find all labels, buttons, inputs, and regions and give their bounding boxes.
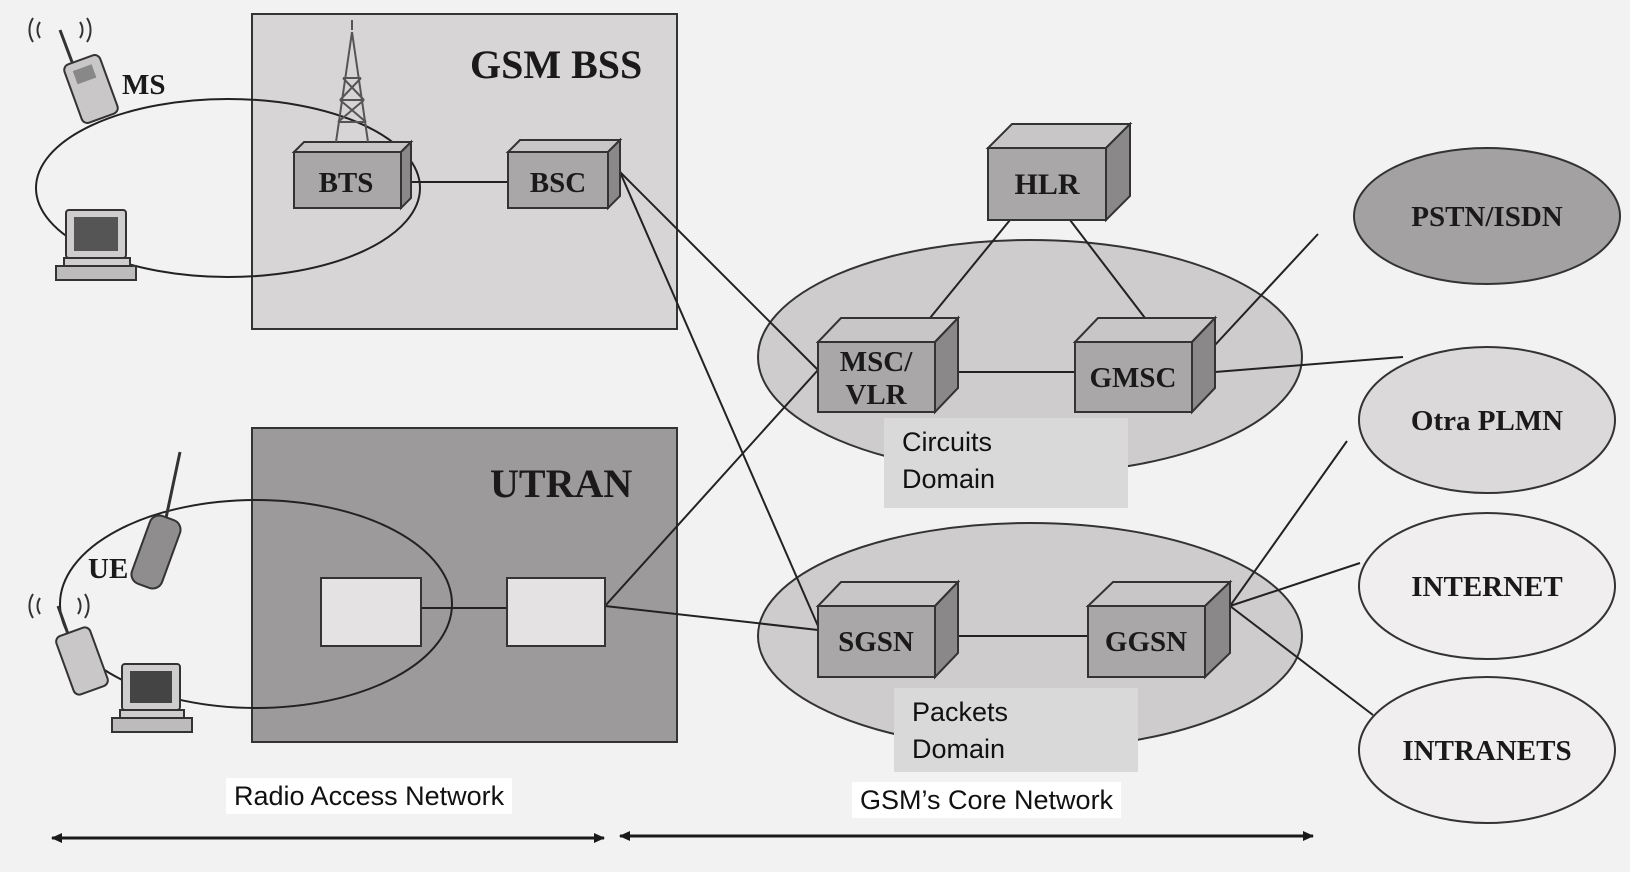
intranets-network: INTRANETS bbox=[1358, 676, 1616, 824]
packets-domain-box: Packets Domain bbox=[894, 688, 1138, 772]
mobile-phone-icon: MS bbox=[28, 17, 166, 124]
circuits-domain-line-1: Circuits bbox=[902, 427, 993, 457]
sgsn-node: SGSN bbox=[815, 579, 961, 680]
core-network-caption: GSM’s Core Network bbox=[852, 782, 1122, 818]
packets-domain-line-1: Packets bbox=[912, 697, 1009, 727]
otra-plmn-network: Otra PLMN bbox=[1358, 346, 1616, 494]
link-hlr-gmsc bbox=[1069, 219, 1146, 319]
otra-plmn-label: Otra PLMN bbox=[1411, 405, 1563, 437]
internet-label: INTERNET bbox=[1411, 571, 1563, 603]
link-hlr-msc bbox=[929, 219, 1011, 319]
gmsc-node: GMSC bbox=[1072, 315, 1218, 415]
link-bsc-msc bbox=[619, 171, 819, 371]
sgsn-label: SGSN bbox=[838, 626, 914, 658]
link-gmsc-pstn bbox=[1214, 233, 1319, 346]
msc-vlr-label-line-1: MSC/ bbox=[840, 346, 913, 378]
ggsn-label: GGSN bbox=[1105, 626, 1187, 658]
pstn-isdn-label: PSTN/ISDN bbox=[1411, 201, 1563, 233]
link-ggsn-intranets bbox=[1229, 605, 1374, 716]
antenna-tower-icon bbox=[335, 20, 369, 143]
gsm-radio-coverage-ellipse bbox=[35, 98, 421, 278]
link-ggsn-internet bbox=[1229, 562, 1361, 607]
internet-network: INTERNET bbox=[1358, 512, 1616, 660]
node-b-box bbox=[320, 577, 422, 647]
link-utran-sgsn bbox=[604, 605, 819, 631]
circuits-domain-line-2: Domain bbox=[902, 464, 996, 494]
msc-vlr-label-line-2: VLR bbox=[845, 379, 907, 411]
computer-icon bbox=[55, 209, 137, 281]
bsc-node: BSC bbox=[505, 137, 623, 211]
pstn-isdn-network: PSTN/ISDN bbox=[1353, 147, 1621, 285]
radio-access-network-caption: Radio Access Network bbox=[226, 778, 513, 814]
link-bsc-sgsn bbox=[619, 171, 819, 627]
ue-handset-icon: UE bbox=[88, 451, 182, 590]
utran-title: UTRAN bbox=[490, 461, 632, 506]
connection-lines bbox=[411, 171, 1404, 716]
circuits-domain-box: Circuits Domain bbox=[884, 418, 1128, 508]
gmsc-label: GMSC bbox=[1090, 362, 1177, 394]
bts-node: BTS bbox=[291, 139, 414, 211]
bts-label: BTS bbox=[319, 167, 374, 199]
utran-region: UTRAN bbox=[251, 427, 678, 743]
hlr-label: HLR bbox=[1014, 168, 1079, 201]
ggsn-node: GGSN bbox=[1085, 579, 1233, 680]
ms-label: MS bbox=[122, 69, 166, 101]
gsm-bss-title: GSM BSS bbox=[470, 42, 642, 87]
bsc-label: BSC bbox=[530, 167, 586, 199]
intranets-label: INTRANETS bbox=[1402, 735, 1571, 767]
link-ggsn-plmn bbox=[1229, 440, 1348, 607]
ue-label: UE bbox=[88, 553, 128, 585]
link-utran-msc bbox=[604, 369, 819, 607]
rnc-box bbox=[506, 577, 606, 647]
link-gmsc-plmn bbox=[1214, 356, 1404, 373]
mobile-phone-icon-2 bbox=[28, 593, 109, 696]
msc-vlr-node: MSC/ VLR bbox=[815, 315, 961, 415]
utran-radio-coverage-ellipse bbox=[59, 499, 453, 709]
hlr-node: HLR bbox=[985, 121, 1133, 223]
packets-domain-line-2: Domain bbox=[912, 734, 1006, 764]
computer-icon-2 bbox=[111, 663, 193, 733]
